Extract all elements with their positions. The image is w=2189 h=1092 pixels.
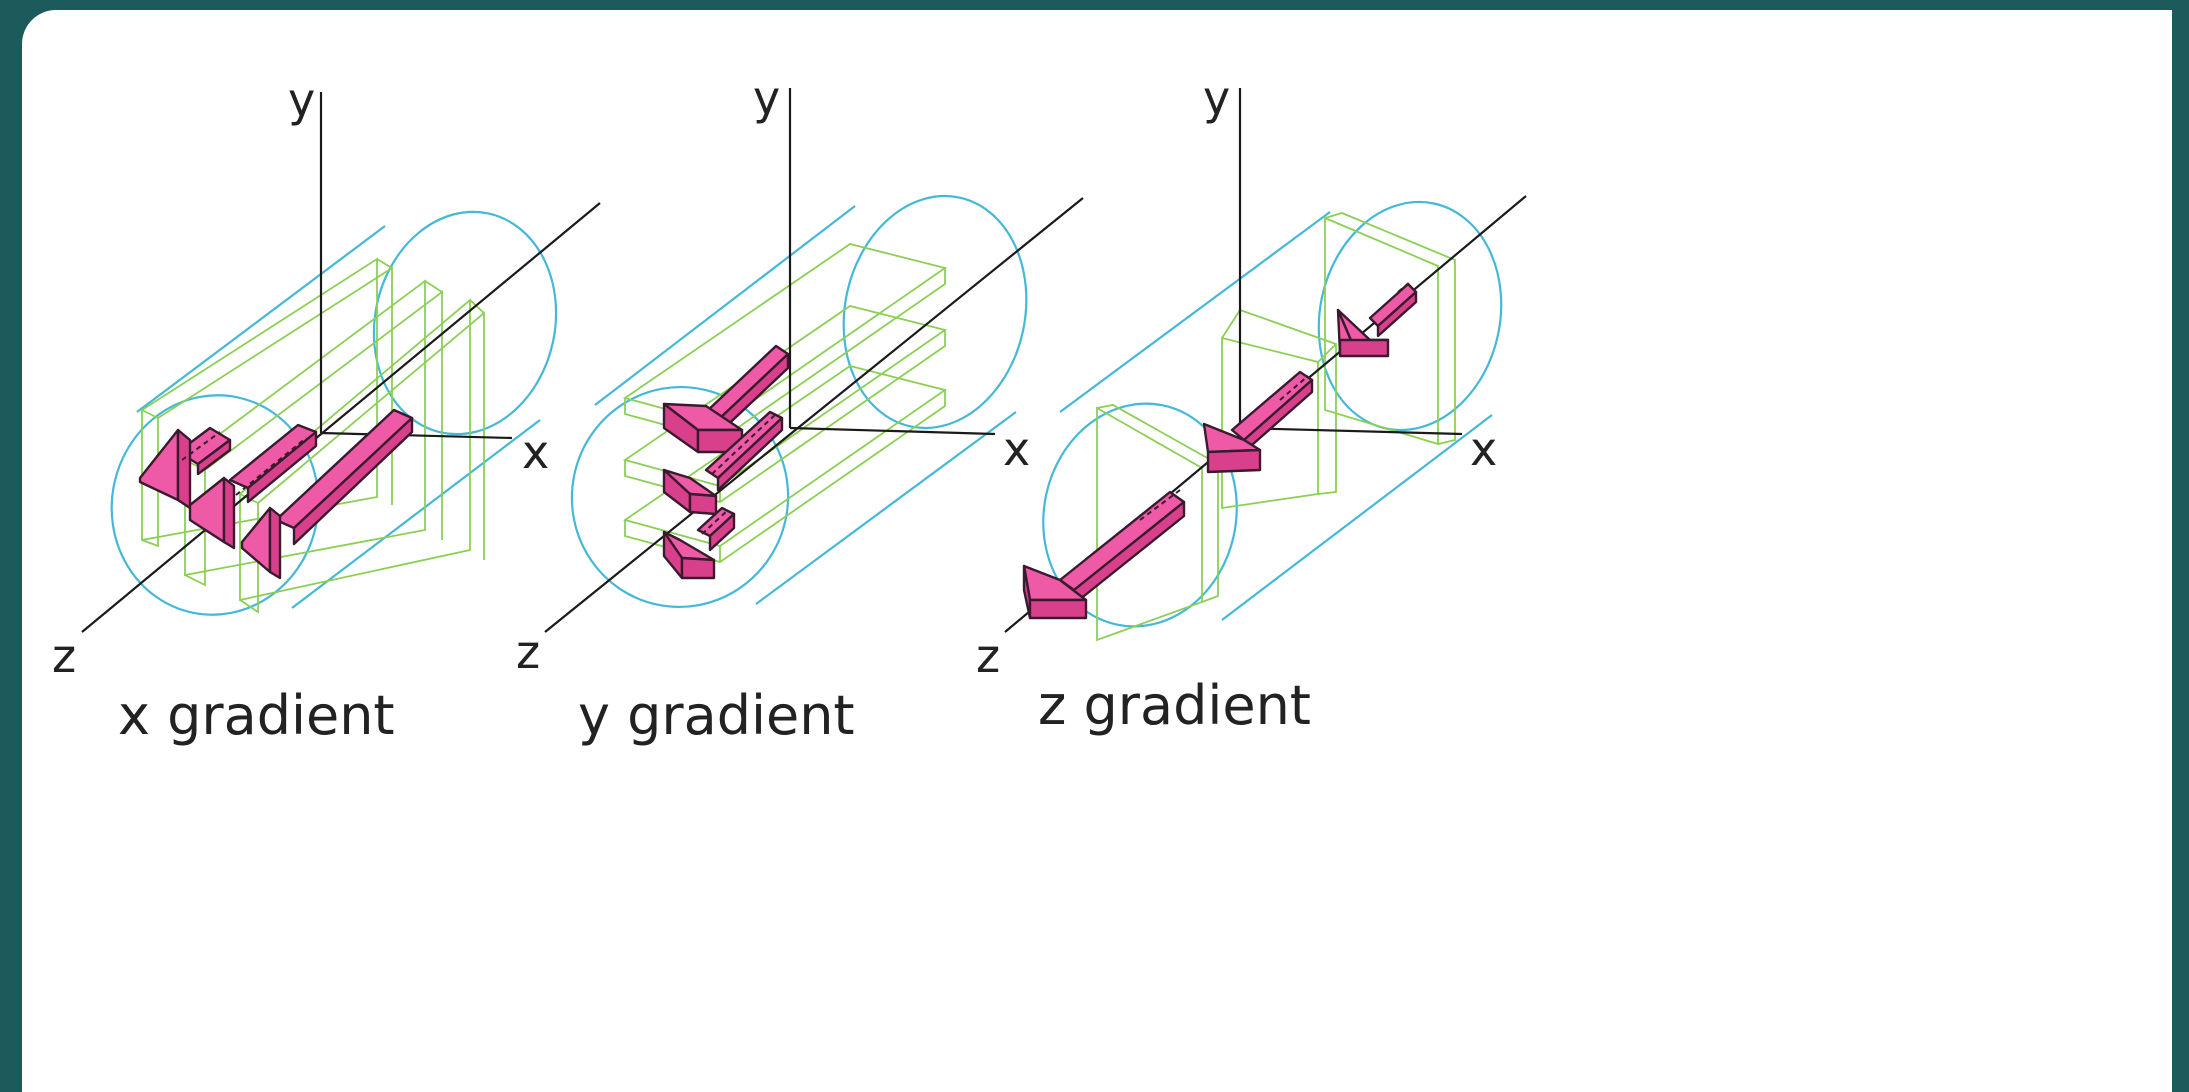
caption-z-gradient: z gradient	[1038, 674, 1311, 737]
axes-z-panel	[1004, 88, 1527, 633]
arrow-z-3	[1058, 490, 1186, 592]
panel-x-gradient: y x z x gradient	[52, 73, 601, 747]
caption-x-gradient: x gradient	[118, 684, 395, 747]
z-axis-line	[81, 202, 601, 633]
z-axis-label: z	[52, 629, 76, 683]
arrows-x	[138, 408, 414, 580]
cylinder-z	[1042, 200, 1503, 628]
x-axis-label: x	[1003, 422, 1030, 476]
arrows-z	[1022, 281, 1418, 620]
caption-y-gradient: y gradient	[578, 684, 855, 747]
x-axis-label: x	[522, 425, 549, 479]
slabs-z	[1096, 212, 1456, 642]
axes-x-panel	[81, 92, 601, 633]
x-axis-line	[1239, 426, 1463, 436]
y-axis-label: y	[1203, 71, 1230, 125]
x-axis-label: x	[1470, 422, 1497, 476]
x-axis-line	[320, 431, 513, 440]
cylinder-y	[570, 194, 1028, 609]
y-axis-label: y	[288, 73, 315, 127]
panel-z-gradient: y x z z gradient	[976, 71, 1527, 737]
slabs-y	[622, 243, 948, 563]
arrows-y	[662, 344, 790, 580]
x-axis-line	[789, 426, 996, 436]
y-axis-label: y	[753, 71, 780, 125]
axes-y-panel	[544, 88, 1084, 633]
panel-y-gradient: y x z y gradient	[516, 71, 1084, 747]
z-axis-line	[544, 197, 1084, 633]
z-axis-label: z	[976, 629, 1000, 683]
z-axis-label: z	[516, 625, 540, 679]
